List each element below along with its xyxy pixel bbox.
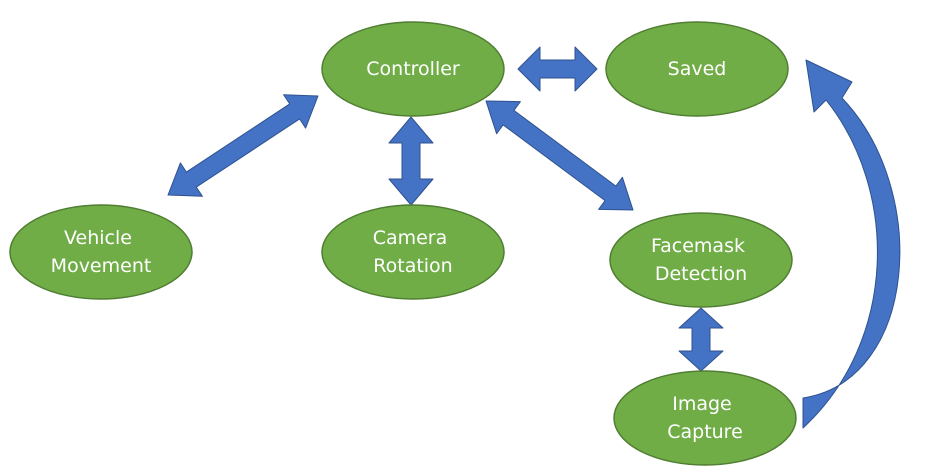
node-controller-line-1: Controller — [366, 58, 460, 80]
node-camera-rotation: Camera Rotation — [321, 204, 505, 300]
node-controller: Controller — [321, 21, 505, 117]
node-facemask-detection: Facemask Detection — [609, 212, 793, 308]
node-facemask-detection-line-1: Facemask — [651, 235, 745, 257]
node-saved-line-1: Saved — [668, 58, 727, 80]
arrow-controller-vehicle-movement — [167, 94, 319, 197]
node-facemask-detection-line-2: Detection — [655, 263, 747, 285]
node-image-capture-line-2: Capture — [667, 421, 743, 443]
arrow-facemask-detection-image-capture — [678, 307, 724, 372]
arrow-controller-facemask-detection — [485, 100, 634, 211]
svg-text:Controller: Controller — [366, 58, 460, 80]
node-vehicle-movement: Vehicle Movement — [9, 204, 193, 300]
node-vehicle-movement-line-1: Vehicle — [64, 227, 132, 249]
arrow-image-capture-saved — [802, 59, 901, 429]
node-camera-rotation-line-1: Camera — [373, 227, 448, 249]
svg-text:Camera Rotation: Camera Rotation — [373, 227, 454, 277]
node-image-capture: Image Capture — [613, 370, 797, 466]
node-saved: Saved — [605, 21, 789, 117]
node-vehicle-movement-line-2: Movement — [51, 255, 152, 277]
svg-text:Facemask Detection: Facemask Detection — [651, 235, 751, 285]
arrow-controller-camera-rotation — [388, 116, 434, 206]
svg-text:Saved: Saved — [668, 58, 727, 80]
node-image-capture-line-1: Image — [672, 393, 732, 415]
svg-text:Image Capture: Image Capture — [667, 393, 743, 443]
arrow-controller-saved — [517, 46, 598, 92]
svg-text:Vehicle Movement: Vehicle Movement — [51, 227, 152, 277]
node-camera-rotation-line-2: Rotation — [373, 255, 452, 277]
